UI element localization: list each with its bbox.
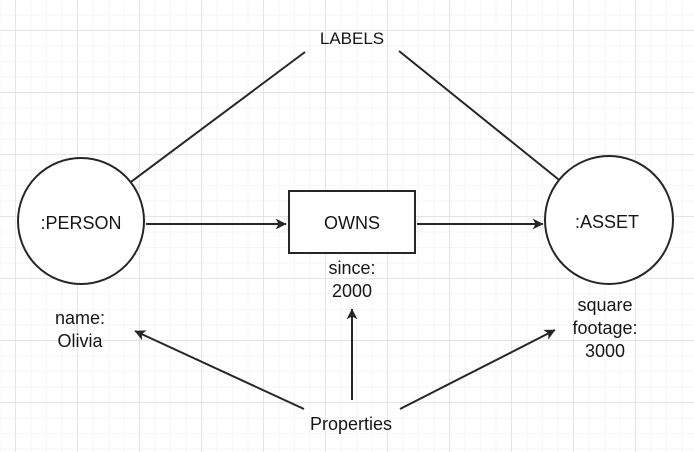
arrow-properties-to-person-property [134,330,305,410]
labels-annotation: LABELS [320,29,384,48]
person-node-label: :PERSON [40,213,121,233]
owns-property-key: since: [328,258,375,278]
owns-property-value: 2000 [332,281,372,301]
arrow-properties-to-asset-property [399,329,556,410]
asset-property-line1: square [577,295,632,315]
person-node [17,157,145,285]
asset-property-value: 3000 [585,341,625,361]
asset-node [544,155,674,285]
person-property-value: Olivia [57,331,103,351]
asset-property-line2: footage: [572,318,637,338]
arrow-labels-to-person [99,51,306,206]
owns-relationship-label: OWNS [324,213,380,233]
arrow-labels-to-asset [398,50,590,205]
owns-relationship-box [288,190,416,254]
person-property-key: name: [55,308,105,328]
properties-annotation: Properties [310,414,392,434]
asset-node-label: :ASSET [575,212,639,232]
